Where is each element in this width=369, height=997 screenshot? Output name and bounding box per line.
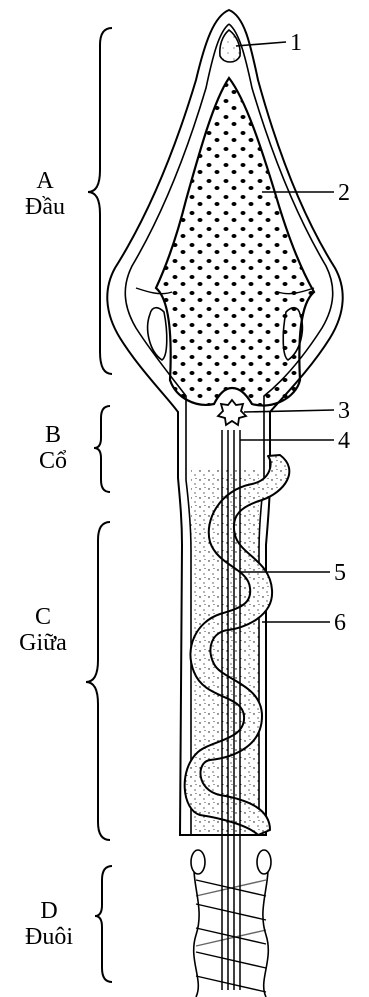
section-name: Đuôi <box>14 924 84 950</box>
section-letter: C <box>8 604 78 630</box>
tail-spiral <box>196 880 266 992</box>
section-label-neck: B Cổ <box>18 422 88 474</box>
brace-head <box>88 28 112 374</box>
callout-5: 5 <box>334 560 346 586</box>
callout-4: 4 <box>338 428 350 454</box>
callout-1: 1 <box>290 30 302 56</box>
brace-tail <box>95 866 112 982</box>
section-label-head: A Đầu <box>10 168 80 220</box>
section-name: Giữa <box>8 630 78 656</box>
section-label-tail: D Đuôi <box>14 898 84 950</box>
section-name: Đầu <box>10 194 80 220</box>
section-letter: A <box>10 168 80 194</box>
section-letter: B <box>18 422 88 448</box>
section-label-midpiece: C Giữa <box>8 604 78 656</box>
callout-3: 3 <box>338 398 350 424</box>
brace-midpiece <box>86 522 110 840</box>
section-name: Cổ <box>18 448 88 474</box>
section-letter: D <box>14 898 84 924</box>
brace-neck <box>94 406 110 492</box>
tail <box>191 850 271 997</box>
callout-2: 2 <box>338 180 350 206</box>
callout-6: 6 <box>334 610 346 636</box>
